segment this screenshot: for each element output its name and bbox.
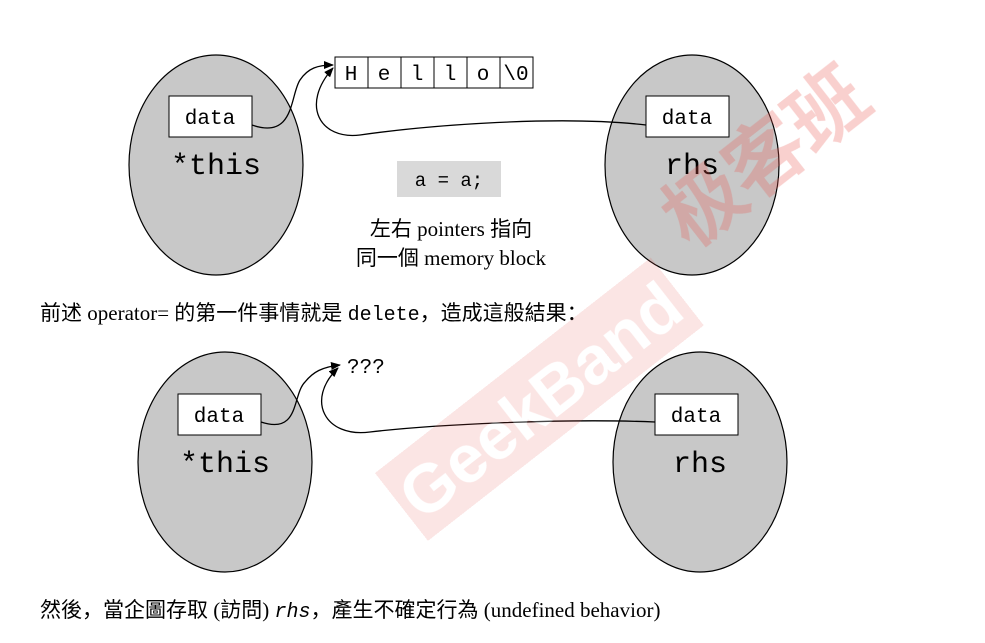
this-object-label: *this bbox=[180, 448, 270, 482]
rhs-data-box bbox=[654, 393, 739, 436]
this-pointer-arrow bbox=[251, 61, 334, 129]
this-data-label: data bbox=[185, 108, 235, 131]
rhs-dangling-pointer-arrow bbox=[320, 367, 656, 434]
middle-sentence-code: delete bbox=[348, 304, 420, 327]
rhs-pointer-arrow bbox=[315, 67, 647, 137]
string-char: l bbox=[411, 64, 424, 87]
string-block: H e l l o \0 bbox=[334, 56, 534, 89]
code-snippet: a = a; bbox=[415, 170, 483, 192]
rhs-object-label: rhs bbox=[673, 448, 727, 482]
middle-sentence-part2: ，造成這般結果： bbox=[420, 301, 588, 325]
middle-sentence-part1: 前述 operator= 的第一件事情就是 bbox=[40, 301, 348, 325]
this-data-box bbox=[168, 95, 253, 138]
rhs-data-label: data bbox=[662, 108, 712, 131]
bottom-sentence-part2: ，產生不確定行為 (undefined behavior) bbox=[311, 598, 661, 622]
this-data-box bbox=[177, 393, 262, 436]
rhs-object-label: rhs bbox=[665, 150, 719, 184]
this-data-label: data bbox=[194, 406, 244, 429]
string-char: l bbox=[444, 64, 457, 87]
bottom-sentence: 然後，當企圖存取 (訪問) rhs，產生不確定行為 (undefined beh… bbox=[40, 598, 660, 624]
string-char: H bbox=[345, 64, 358, 87]
top-diagram: H e l l o \0 data *this data rhs a = a; … bbox=[128, 54, 780, 276]
bottom-sentence-part1: 然後，當企圖存取 (訪問) bbox=[40, 598, 275, 622]
code-snippet-bg bbox=[397, 161, 501, 197]
string-char: \0 bbox=[503, 64, 528, 87]
this-dangling-pointer-arrow bbox=[260, 362, 341, 425]
rhs-data-box bbox=[645, 95, 730, 138]
string-char: e bbox=[378, 64, 391, 87]
string-char: o bbox=[477, 64, 490, 87]
bottom-sentence-code: rhs bbox=[275, 601, 311, 624]
unknown-target-label: ??? bbox=[347, 357, 385, 380]
bottom-diagram: data *this data rhs ??? bbox=[137, 351, 788, 573]
caption-line-2: 同一個 memory block bbox=[356, 246, 547, 270]
rhs-data-label: data bbox=[671, 406, 721, 429]
middle-sentence: 前述 operator= 的第一件事情就是 delete，造成這般結果： bbox=[40, 301, 588, 327]
watermark-banner bbox=[375, 257, 704, 541]
this-object-label: *this bbox=[171, 150, 261, 184]
caption-line-1: 左右 pointers 指向 bbox=[370, 217, 532, 241]
